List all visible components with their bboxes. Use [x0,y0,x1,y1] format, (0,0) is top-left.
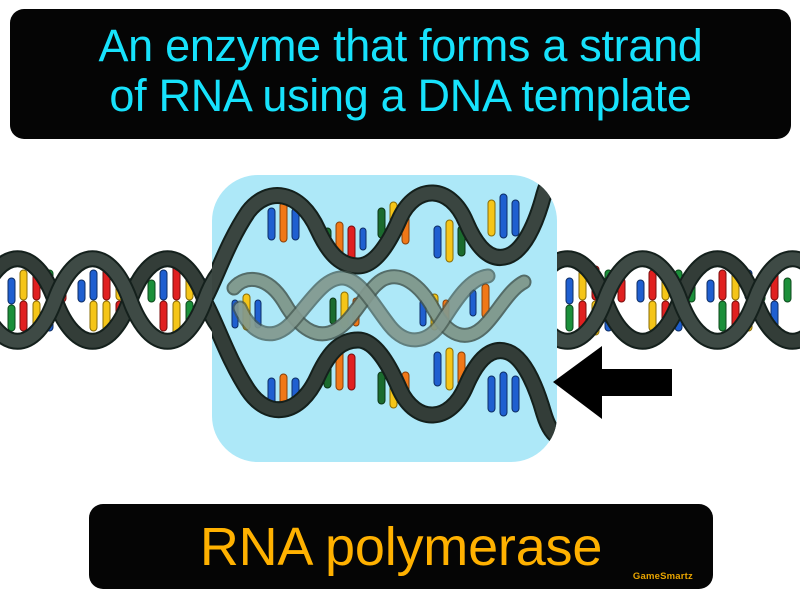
rna-strand [226,268,532,348]
dna-template-strand-bottom [212,281,557,448]
dna-double-helix-left [0,250,212,350]
illustration [0,150,800,490]
term-text: RNA polymerase [199,516,603,577]
definition-banner: An enzyme that forms a strand of RNA usi… [10,9,791,139]
definition-text: An enzyme that forms a strand of RNA usi… [98,19,703,121]
watermark: GameSmartz [632,571,693,582]
term-banner: RNA polymerase GameSmartz [89,504,713,589]
dna-template-strand-top [212,175,557,319]
dna-double-helix-right [557,250,800,350]
pointer-arrow-icon [553,346,672,419]
transcription-bubble [212,175,557,448]
